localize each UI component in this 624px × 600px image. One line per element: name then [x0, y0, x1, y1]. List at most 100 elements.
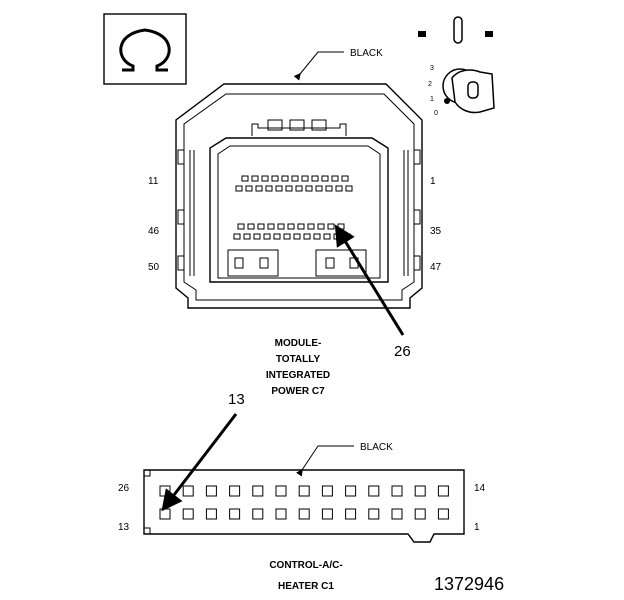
c7-connector	[175, 83, 423, 309]
c7-cavity	[285, 185, 293, 192]
c7-cavity	[313, 233, 321, 240]
c7-cavity	[325, 185, 333, 192]
c7-cavity	[247, 223, 255, 230]
c1-pin-14: 14	[474, 483, 486, 494]
c7-cavity	[321, 175, 329, 182]
c7-cavity	[261, 175, 269, 182]
c7-cavity	[255, 185, 263, 192]
c1-cavity	[414, 508, 426, 520]
c7-cavity	[301, 175, 309, 182]
c1-cavity	[275, 508, 287, 520]
c7-cavity	[335, 185, 343, 192]
c7-cavity	[297, 223, 305, 230]
c7-cavity	[293, 233, 301, 240]
c1-cavity	[205, 508, 217, 520]
c1-cavity	[229, 485, 241, 497]
c1-cavity	[345, 508, 357, 520]
c1-cavity	[391, 485, 403, 497]
c7-cavity	[245, 185, 253, 192]
c7-cavity	[341, 175, 349, 182]
c7-cavity	[263, 233, 271, 240]
c1-cavity	[159, 508, 171, 520]
c7-pin-11: 11	[148, 176, 159, 187]
c7-cavity	[345, 185, 353, 192]
c7-cavity	[281, 175, 289, 182]
c7-cavity	[311, 175, 319, 182]
c1-cavity	[368, 508, 380, 520]
c1-connector	[143, 469, 465, 543]
c7-cavity	[273, 233, 281, 240]
c7-cavity	[333, 233, 341, 240]
c7-caption-line-2: TOTALLY	[276, 354, 321, 365]
c1-cavity	[345, 485, 357, 497]
c7-cavity	[237, 223, 245, 230]
figure-number: 1372946	[434, 574, 504, 594]
c1-caption-line-2: HEATER C1	[278, 581, 334, 592]
key-position-0: 0	[434, 110, 438, 117]
c7-cavity	[317, 223, 325, 230]
c1-cavity	[252, 508, 264, 520]
c7-cavity	[283, 233, 291, 240]
c1-cavity	[252, 485, 264, 497]
c7-cavity	[241, 175, 249, 182]
c7-cavity	[291, 175, 299, 182]
c1-cavity	[182, 508, 194, 520]
c1-pin-1: 1	[474, 522, 480, 533]
c1-callout-number: 13	[228, 391, 245, 408]
key-position-2: 2	[428, 81, 432, 88]
c7-wire-leader	[293, 51, 344, 81]
c7-cavity	[305, 185, 313, 192]
c7-caption-line-3: INTEGRATED	[266, 370, 330, 381]
c7-cavity	[257, 223, 265, 230]
c7-pin-1: 1	[430, 176, 436, 187]
c7-cavity	[287, 223, 295, 230]
c1-cavity	[159, 485, 171, 497]
c7-cavity-rows	[233, 175, 353, 240]
c7-pin-35: 35	[430, 226, 442, 237]
c7-cavity	[267, 223, 275, 230]
c1-pin-13: 13	[118, 522, 130, 533]
c7-wire-color: BLACK	[350, 48, 383, 59]
c1-cavity	[321, 485, 333, 497]
c1-cavity	[205, 485, 217, 497]
c7-cavity	[307, 223, 315, 230]
c1-cavity	[437, 485, 449, 497]
c7-cavity	[275, 185, 283, 192]
c7-pin-46: 46	[148, 226, 160, 237]
c1-cavity	[391, 508, 403, 520]
c1-cavity	[182, 485, 194, 497]
c7-pin-50: 50	[148, 262, 160, 273]
c1-cavity	[275, 485, 287, 497]
c1-caption-line-1: CONTROL-A/C-	[269, 560, 342, 571]
omega-symbol-icon	[103, 13, 187, 85]
c1-cavity	[437, 508, 449, 520]
c7-cavity	[277, 223, 285, 230]
c7-cavity	[251, 175, 259, 182]
c7-cavity	[253, 233, 261, 240]
c1-cavity	[298, 508, 310, 520]
c1-callout-arrow	[161, 413, 238, 512]
c7-cavity	[243, 233, 251, 240]
c1-cavity	[229, 508, 241, 520]
c1-wire-color: BLACK	[360, 442, 393, 453]
key-position-3: 3	[430, 65, 434, 72]
c7-callout-number: 26	[394, 343, 411, 360]
c7-caption-line-4: POWER C7	[271, 386, 325, 397]
c7-pin-47: 47	[430, 262, 442, 273]
c7-cavity	[331, 175, 339, 182]
key-position-1: 1	[430, 96, 434, 103]
c1-wire-leader	[295, 445, 354, 477]
c7-cavity	[323, 233, 331, 240]
c7-cavity	[303, 233, 311, 240]
c7-cavity	[327, 223, 335, 230]
c1-pin-26: 26	[118, 483, 130, 494]
c7-cavity	[315, 185, 323, 192]
c7-callout-arrow	[334, 224, 405, 336]
c1-cavity	[298, 485, 310, 497]
c7-cavity	[295, 185, 303, 192]
c7-cavity	[271, 175, 279, 182]
c1-cavity	[368, 485, 380, 497]
c7-cavity	[265, 185, 273, 192]
ignition-key-icon: 3 2 1 0	[418, 16, 495, 117]
